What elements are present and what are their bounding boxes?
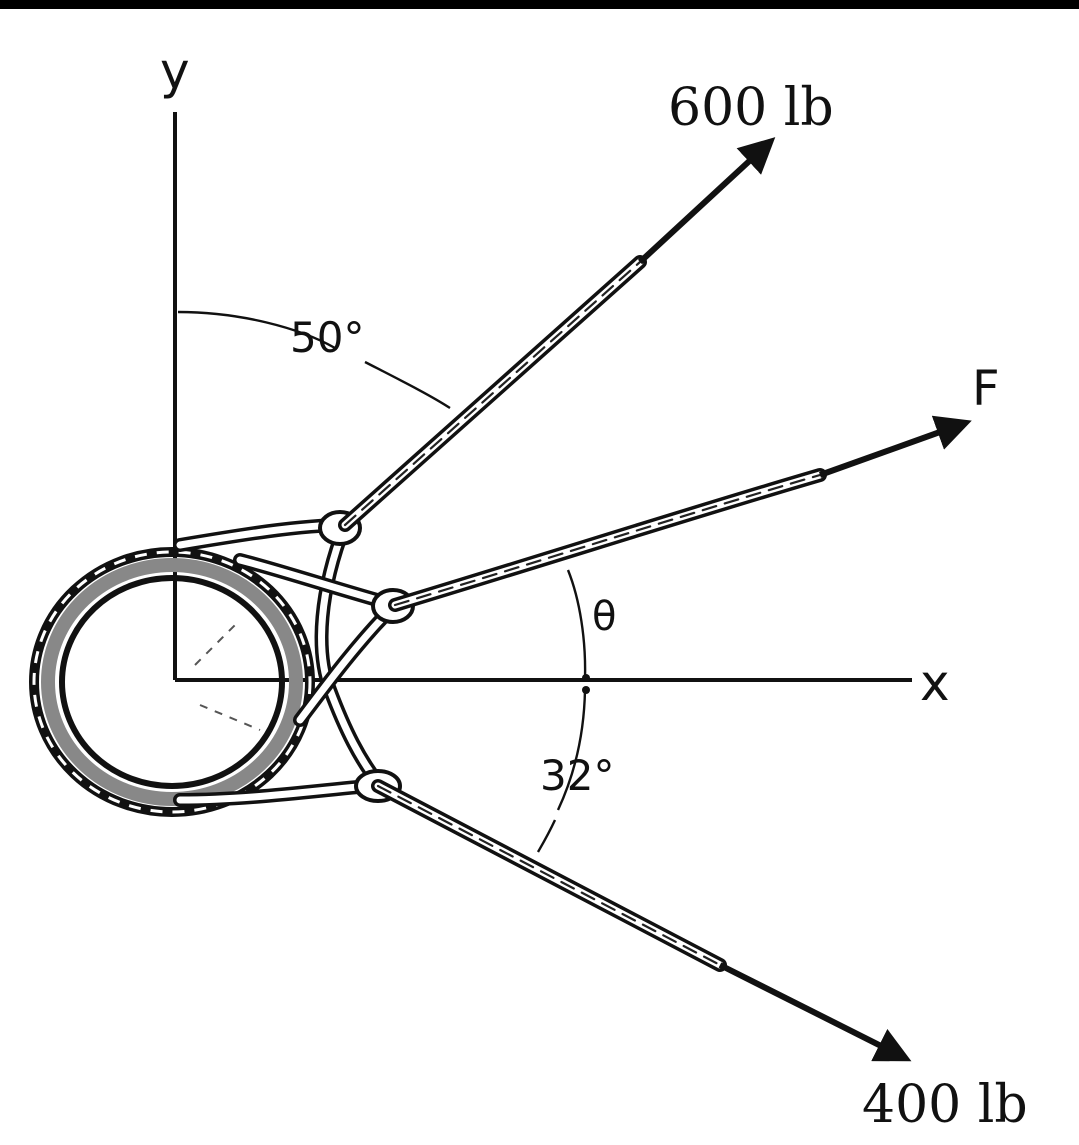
arrow-600 — [637, 137, 776, 265]
hidden-line-lower — [199, 704, 261, 731]
arrow-f — [818, 415, 972, 478]
arrow-400 — [718, 962, 912, 1062]
rope-f — [388, 468, 827, 612]
arc-50 — [177, 310, 336, 350]
angle-32-label: 32° — [540, 751, 614, 800]
angle-50-label: 50° — [290, 313, 364, 362]
force-600-label: 600 lb — [668, 78, 834, 138]
force-400-label: 400 lb — [862, 1075, 1028, 1135]
top-border — [0, 0, 1079, 9]
arc-50b — [364, 360, 451, 410]
rope-600 — [338, 255, 647, 532]
arc-32 — [556, 689, 587, 811]
arc-32b — [536, 819, 557, 853]
y-axis-label: y — [160, 42, 190, 100]
arc-dot-2 — [582, 686, 590, 694]
arc-dot-1 — [582, 674, 590, 682]
angle-theta-label: θ — [592, 594, 616, 640]
rope-400 — [371, 779, 727, 972]
x-axis-label: x — [920, 654, 950, 712]
force-f-label: F — [972, 361, 1000, 417]
hidden-line-upper — [194, 619, 241, 666]
arc-theta — [566, 569, 587, 679]
rope-ring — [29, 547, 315, 817]
